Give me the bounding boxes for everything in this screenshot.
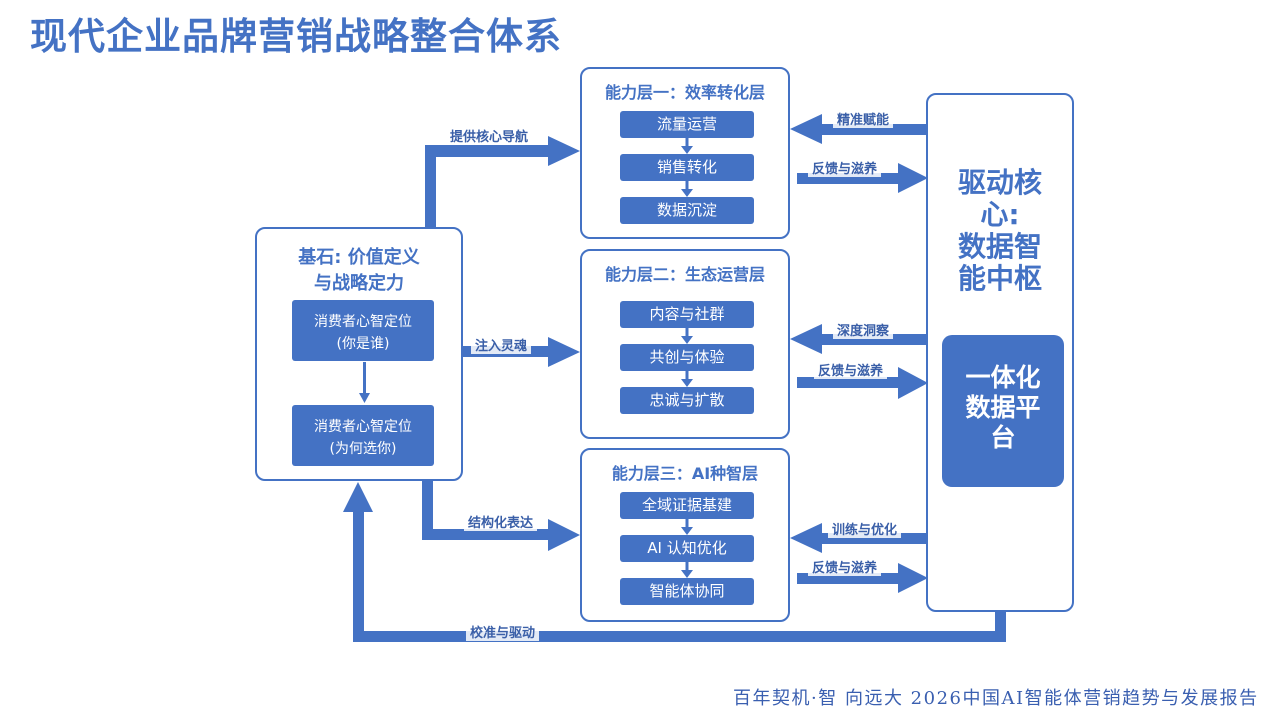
foundation-step-2-line1: 消费者心智定位: [314, 419, 412, 435]
layer-3-step-1[interactable]: 全域证据基建: [620, 492, 754, 519]
layer-3-title: 能力层三：AI种智层: [611, 464, 759, 483]
foundation-down-arrow-icon: [359, 362, 370, 403]
edge-label-core-to-foundation: 校准与驱动: [466, 622, 540, 641]
foundation-step-1-line1: 消费者心智定位: [314, 314, 412, 330]
core-title: 驱动核 心: 数据智 能中枢: [928, 167, 1072, 295]
edge-label-to-layer1: 提供核心导航: [446, 126, 533, 145]
layer-3-down-arrow-icon: [681, 562, 693, 578]
foundation-box: 基石: 价值定义 与战略定力 消费者心智定位 (你是谁) 消费者心智定位 (为何…: [255, 227, 463, 481]
foundation-step-2[interactable]: 消费者心智定位 (为何选你): [292, 405, 434, 466]
layer-1-step-1[interactable]: 流量运营: [620, 111, 754, 138]
edge-label-layer3-to-core: 反馈与滋养: [808, 557, 882, 576]
layer-2-step-3[interactable]: 忠诚与扩散: [620, 387, 754, 414]
layer-3-down-arrow-icon: [681, 519, 693, 535]
core-box: 驱动核 心: 数据智 能中枢 一体化 数据平 台: [926, 93, 1074, 612]
layer-1-down-arrow-icon: [681, 138, 693, 154]
platform-line-2: 数据平: [965, 393, 1041, 422]
foundation-step-1[interactable]: 消费者心智定位 (你是谁): [292, 300, 434, 361]
layer-1-step-2[interactable]: 销售转化: [620, 154, 754, 181]
layer-2-title: 能力层二：生态运营层: [604, 265, 765, 284]
platform-line-3: 台: [990, 423, 1016, 452]
core-title-line-2: 心:: [980, 198, 1020, 231]
core-title-line-3: 数据智: [957, 230, 1042, 263]
layer-2-box: 能力层二：生态运营层内容与社群共创与体验忠诚与扩散: [580, 249, 790, 439]
foundation-step-1-line2: (你是谁): [336, 336, 390, 352]
page-title: 现代企业品牌营销战略整合体系: [30, 15, 562, 58]
edge-label-layer2-to-core: 反馈与滋养: [814, 360, 888, 379]
layer-3-box: 能力层三：AI种智层全域证据基建 AI 认知优化智能体协同: [580, 448, 790, 622]
foundation-title-line1: 基石: 价值定义: [298, 247, 420, 268]
layer-1-down-arrow-icon: [681, 181, 693, 197]
layer-2-step-1[interactable]: 内容与社群: [620, 301, 754, 328]
edge-label-to-layer3: 结构化表达: [464, 512, 538, 531]
foundation-title-line2: 与战略定力: [314, 273, 404, 294]
layer-1-box: 能力层一：效率转化层流量运营销售转化数据沉淀: [580, 67, 790, 239]
edge-label-to-layer2: 注入灵魂: [471, 335, 532, 354]
edge-label-core-to-layer3: 训练与优化: [828, 519, 902, 538]
data-platform-box[interactable]: 一体化 数据平 台: [942, 335, 1064, 487]
layer-2-down-arrow-icon: [681, 371, 693, 387]
edge-label-core-to-layer2: 深度洞察: [833, 320, 894, 339]
layer-2-step-2[interactable]: 共创与体验: [620, 344, 754, 371]
footer-text: 百年契机·智 向远大 2026中国AI智能体营销趋势与发展报告: [733, 688, 1259, 709]
foundation-step-2-line2: (为何选你): [329, 441, 397, 457]
layer-1-step-3[interactable]: 数据沉淀: [620, 197, 754, 224]
platform-line-1: 一体化: [965, 363, 1041, 392]
core-title-line-1: 驱动核: [957, 166, 1042, 199]
layer-2-down-arrow-icon: [681, 328, 693, 344]
edge-label-core-to-layer1: 精准赋能: [833, 109, 894, 128]
edge-label-layer1-to-core: 反馈与滋养: [808, 158, 882, 177]
layer-3-step-2[interactable]: AI 认知优化: [620, 535, 754, 562]
core-title-line-4: 能中枢: [957, 262, 1042, 295]
layer-1-title: 能力层一：效率转化层: [604, 83, 765, 102]
arrow-foundation-to-layer1: [425, 136, 580, 230]
layer-3-step-3[interactable]: 智能体协同: [620, 578, 754, 605]
